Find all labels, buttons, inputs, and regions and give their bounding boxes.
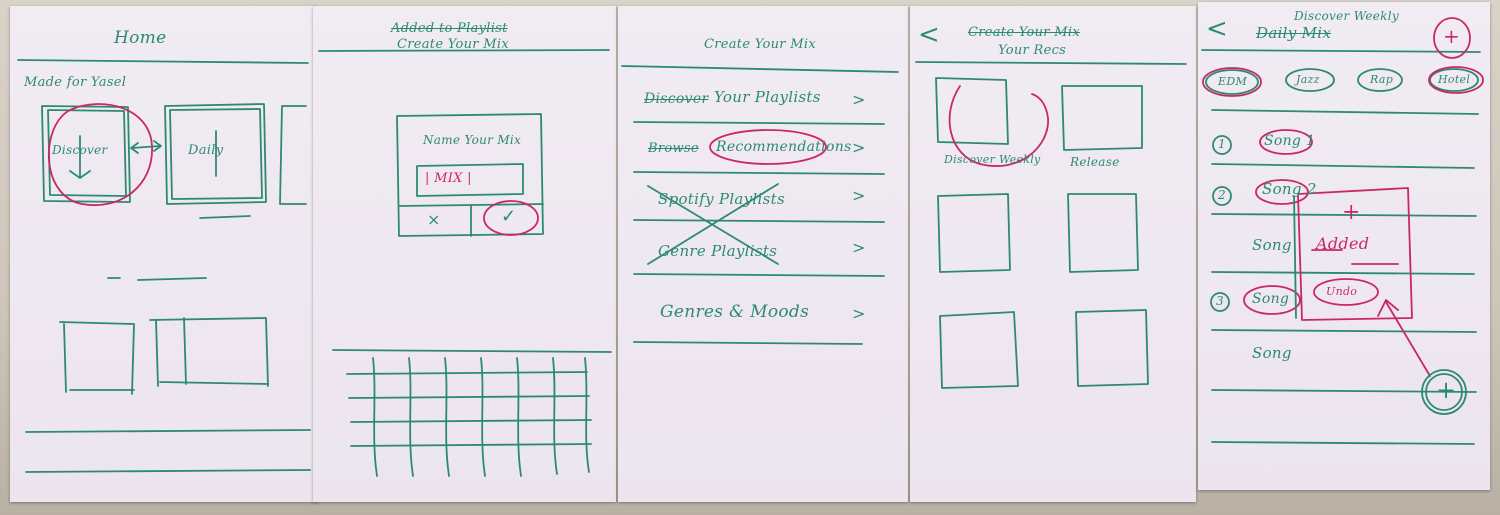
- toast-plus-icon: +: [1342, 200, 1361, 225]
- toast-added: Added: [1316, 234, 1370, 253]
- page-title: Create Your Mix: [397, 37, 509, 52]
- song-title: Song: [1252, 344, 1292, 362]
- cancel-button[interactable]: ×: [427, 210, 441, 229]
- chevron-right-icon: >: [852, 90, 866, 109]
- chip-hotel[interactable]: Hotel: [1438, 73, 1471, 86]
- confirm-button[interactable]: ✓: [501, 206, 517, 227]
- section-heading: Made for Yasel: [24, 75, 127, 90]
- list-item-genres-moods: Genres & Moods: [660, 302, 810, 322]
- add-fab-button[interactable]: +: [1436, 376, 1457, 404]
- page-title: Home: [114, 28, 167, 48]
- song-title: Song: [1252, 291, 1290, 307]
- page-title: Your Recs: [998, 43, 1067, 58]
- back-button[interactable]: <: [1206, 14, 1229, 44]
- song-number: 3: [1216, 294, 1224, 308]
- sketch-sheet-your-recs: < Create Your Mix Your Recs Discover Wee…: [910, 6, 1196, 502]
- list-item-struck: Browse: [648, 141, 699, 156]
- song-number: 2: [1218, 188, 1226, 202]
- page-title: Daily Mix: [1256, 24, 1332, 42]
- playlist-label-release: Release: [1070, 155, 1120, 169]
- sketch-sheet-name-mix: Added to Playlist Create Your Mix Name Y…: [313, 6, 616, 502]
- chevron-right-icon: >: [852, 186, 866, 205]
- add-icon[interactable]: +: [1443, 24, 1461, 48]
- title-struck: Create Your Mix: [968, 25, 1080, 40]
- page-title: Create Your Mix: [704, 37, 816, 52]
- song-title: Song 2: [1262, 180, 1317, 198]
- page-subtitle: Discover Weekly: [1294, 9, 1399, 23]
- mix-name-input[interactable]: | MIX |: [425, 171, 472, 186]
- chevron-right-icon: >: [852, 238, 866, 257]
- sketch-sheet-home: Home Made for Yasel Discover Daily: [10, 6, 318, 502]
- list-item-spotify-playlists: Spotify Playlists: [658, 190, 785, 208]
- chevron-right-icon: >: [852, 138, 866, 157]
- undo-button[interactable]: Undo: [1326, 285, 1358, 298]
- playlist-label-discover-weekly: Discover Weekly: [944, 153, 1041, 166]
- song-number: 1: [1218, 137, 1226, 151]
- title-struck: Added to Playlist: [391, 21, 508, 36]
- list-item-struck: Discover: [644, 91, 709, 107]
- card-label-discover: Discover: [52, 143, 108, 157]
- list-item-genre-playlists: Genre Playlists: [658, 242, 778, 260]
- chevron-right-icon: >: [852, 304, 866, 323]
- dialog-title: Name Your Mix: [423, 133, 522, 147]
- sketch-sheet-create-mix: Create Your Mix Discover Your Playlists …: [618, 6, 908, 502]
- back-button[interactable]: <: [918, 20, 941, 50]
- list-item-recommendations: Recommendations: [716, 139, 852, 155]
- chip-rap[interactable]: Rap: [1370, 73, 1394, 86]
- card-label-daily: Daily: [188, 143, 224, 158]
- list-item-your-playlists: Your Playlists: [714, 88, 821, 106]
- sketch-sheet-discover-weekly: < Discover Weekly Daily Mix + EDM Jazz R…: [1198, 2, 1490, 490]
- chip-edm[interactable]: EDM: [1218, 75, 1248, 88]
- chip-jazz[interactable]: Jazz: [1296, 73, 1320, 86]
- song-title: Song: [1252, 236, 1292, 254]
- song-title: Song 1: [1264, 133, 1316, 149]
